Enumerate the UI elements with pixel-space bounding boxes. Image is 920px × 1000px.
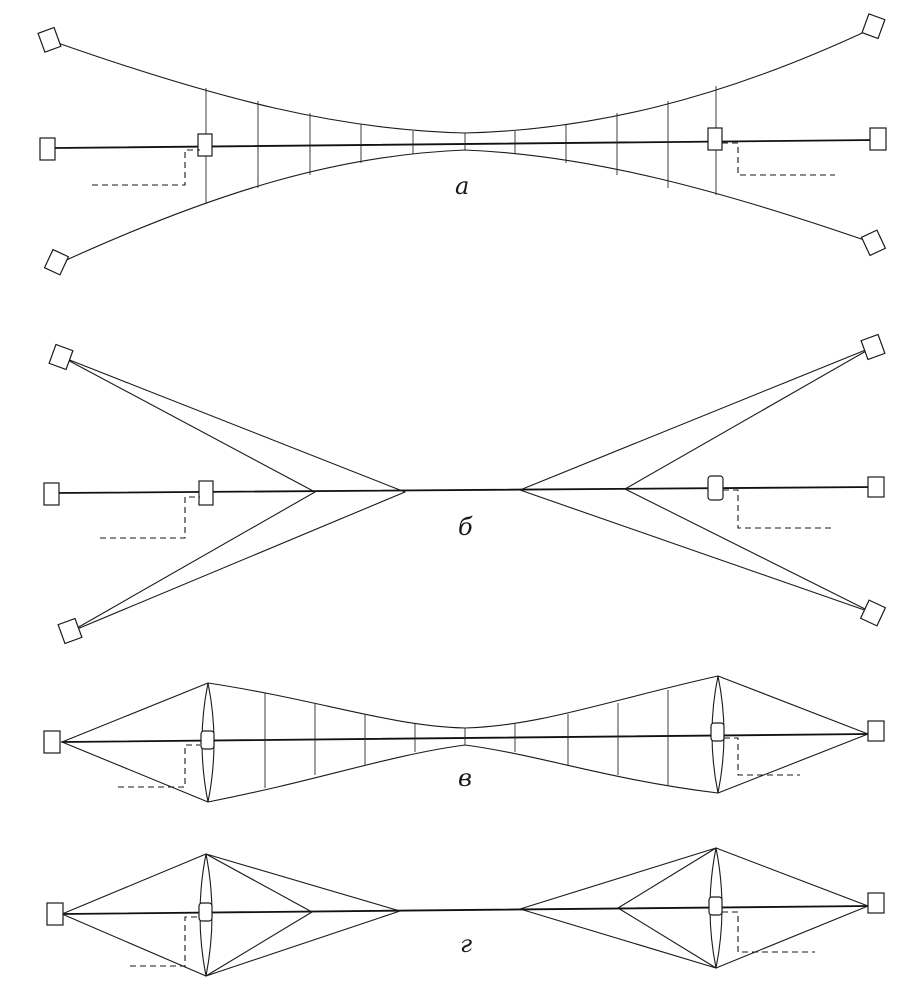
diagram-a-anchor-bottom-left — [43, 248, 70, 276]
diagram-a-clamp-left — [197, 133, 213, 157]
diagram-g-label: г — [460, 930, 472, 958]
diagram-g-inner-rigging — [205, 847, 717, 977]
diagram-a-anchor-top-right — [861, 13, 886, 40]
diagram-g-dashed-lead-left — [130, 916, 200, 967]
diagram-v-dashed-lead-right — [724, 737, 800, 776]
diagram-g-clamp-left — [198, 902, 213, 922]
diagram-b-anchor-bottom-right — [859, 599, 887, 627]
diagram-v-label: в — [458, 764, 472, 792]
diagram-a-lower-chain — [61, 149, 874, 263]
diagram-a: a — [37, 13, 887, 276]
diagram-g: г — [46, 847, 885, 977]
diagram-v-anchor-right — [867, 720, 885, 742]
diagram-g-anchor-left — [46, 902, 64, 926]
diagram-b: б — [43, 333, 887, 645]
diagram-b-anchor-bottom-left — [57, 617, 83, 645]
diagram-a-dashed-lead-right — [722, 142, 835, 176]
diagram-b-anchor-mid-right — [867, 476, 885, 498]
diagram-b-dashed-lead-left — [100, 496, 200, 539]
diagram-b-dashed-lead-right — [723, 489, 835, 529]
diagram-b-label: б — [458, 513, 473, 541]
diagram-b-anchor-mid-left — [43, 482, 60, 506]
diagram-g-anchor-right — [867, 892, 885, 914]
diagram-a-clamp-right — [707, 127, 723, 151]
diagram-v-outer-rigging — [61, 675, 869, 803]
diagram-v-clamp-right — [710, 722, 725, 742]
diagram-v-dashed-lead-left — [118, 744, 200, 788]
diagram-a-droppers — [205, 86, 717, 203]
diagram-v-droppers — [264, 690, 669, 788]
diagram-a-anchor-mid-right — [869, 127, 887, 151]
diagram-b-clamp-right — [707, 475, 724, 501]
diagram-v-clamp-left — [200, 730, 215, 750]
diagram-b-anchor-top-left — [48, 343, 74, 371]
diagram-g-dashed-lead-right — [722, 911, 815, 953]
diagram-b-contact-wire — [54, 486, 876, 494]
diagram-v-anchor-left — [43, 730, 61, 754]
diagram-v: в — [43, 675, 885, 803]
diagram-a-dashed-lead-left — [92, 149, 200, 186]
diagram-a-label: a — [455, 172, 469, 200]
diagram-b-clamp-left — [198, 480, 214, 506]
diagram-b-anchor-top-right — [860, 333, 886, 361]
diagram-v-upper-chain — [207, 675, 719, 729]
diagram-a-upper-chain — [54, 27, 874, 134]
diagram-b-rigging — [61, 346, 874, 633]
diagram-a-anchor-top-left — [37, 26, 62, 53]
diagram-g-contact-wire — [61, 905, 869, 915]
diagram-a-anchor-bottom-right — [860, 229, 887, 257]
diagram-a-anchor-mid-left — [39, 137, 56, 161]
diagram-g-clamp-right — [708, 896, 723, 916]
